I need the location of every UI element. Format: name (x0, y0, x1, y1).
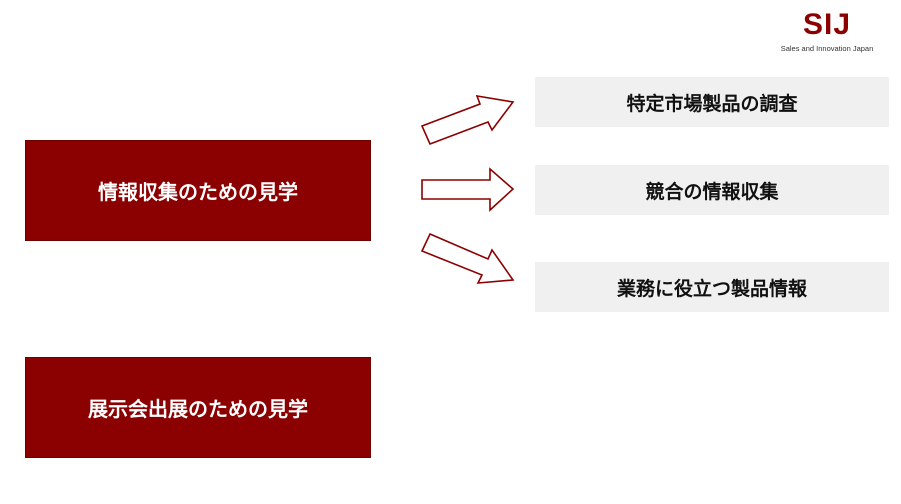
arrow-down-right-icon (420, 232, 515, 284)
exhibition-box: 展示会出展のための見学 (25, 357, 371, 458)
logo-tagline: Sales and Innovation Japan (780, 44, 874, 53)
company-logo: SIJ Sales and Innovation Japan (767, 8, 887, 54)
arrow-right-icon (421, 167, 515, 212)
arrow-up-right-icon (420, 94, 515, 146)
item-useful-product-information: 業務に役立つ製品情報 (535, 262, 889, 312)
information-gathering-box: 情報収集のための見学 (25, 140, 371, 241)
logo-mark: SIJ (802, 8, 852, 41)
item-competitor-information: 競合の情報収集 (535, 165, 889, 215)
item-market-product-research: 特定市場製品の調査 (535, 77, 889, 127)
